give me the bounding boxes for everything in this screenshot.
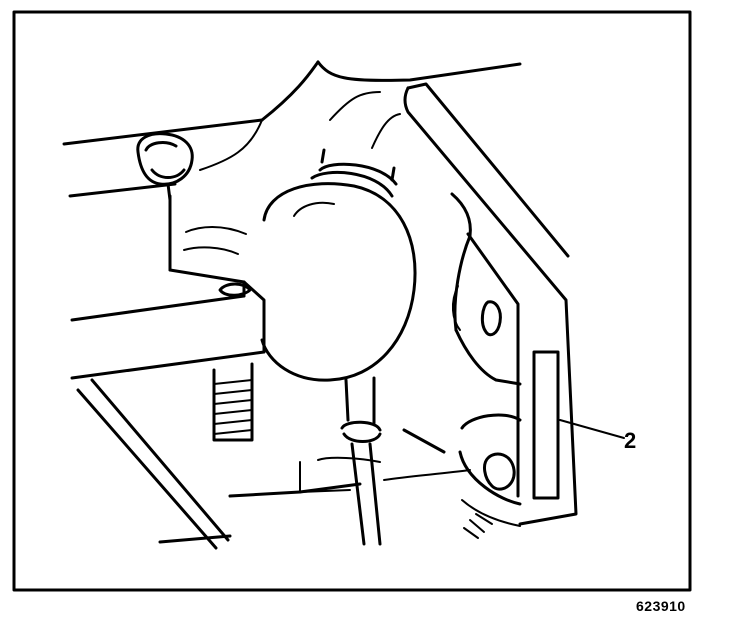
bracket-icon — [403, 82, 578, 526]
bracket-slot — [532, 350, 560, 500]
bolt-icon — [136, 132, 194, 202]
callout-2: 2 — [559, 419, 636, 453]
stud-icon — [212, 362, 254, 442]
mounting-plate — [70, 194, 266, 380]
callout-label: 2 — [624, 428, 636, 453]
reservoir-icon — [260, 148, 417, 382]
diagram-frame — [12, 10, 692, 592]
body-panel — [62, 60, 522, 198]
figure-id: 623910 — [636, 598, 686, 614]
lower-frame — [76, 378, 521, 550]
